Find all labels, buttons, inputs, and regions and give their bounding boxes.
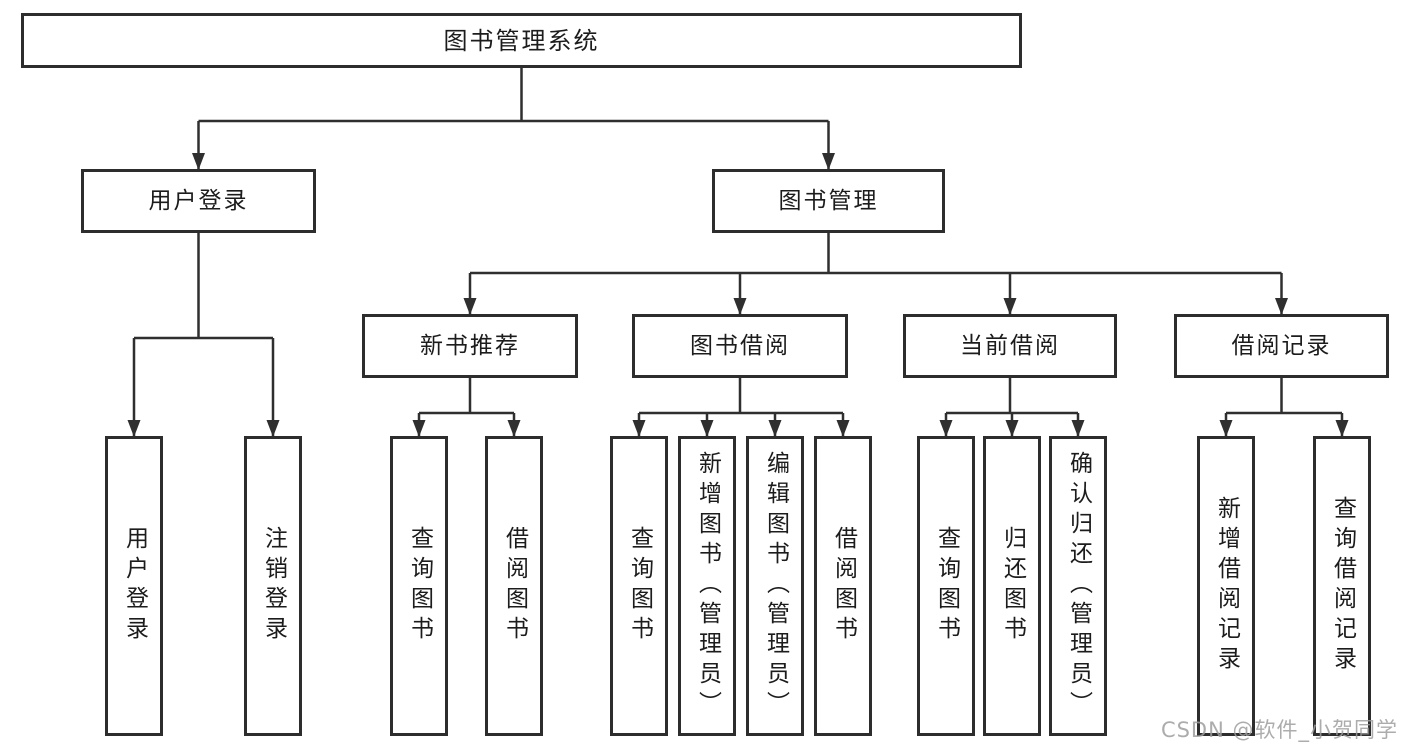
- node-label: 注销登录: [260, 526, 287, 646]
- node-label: 借阅图书: [501, 526, 528, 646]
- connector-new-book-split: [419, 378, 514, 415]
- node-confirm-return-admin: 确认归还（管理员）: [1049, 436, 1107, 736]
- node-book-management: 图书管理: [712, 169, 945, 233]
- node-library-management-system: 图书管理系统: [21, 13, 1022, 68]
- node-label: 借阅图书: [830, 526, 857, 646]
- node-label: 确认归还（管理员）: [1065, 451, 1092, 721]
- node-user-login: 用户登录: [81, 169, 316, 233]
- csdn-watermark: CSDN @软件_小贺同学: [1160, 718, 1398, 742]
- node-label: 用户登录: [121, 526, 148, 646]
- node-query-borrow-record: 查询借阅记录: [1313, 436, 1371, 736]
- node-label: 查询借阅记录: [1329, 496, 1356, 676]
- node-label: 新增借阅记录: [1213, 496, 1240, 676]
- node-user-login-leaf: 用户登录: [105, 436, 163, 736]
- node-label: 查询图书: [626, 526, 653, 646]
- node-current-borrowing: 当前借阅: [903, 314, 1117, 378]
- node-label: 新书推荐: [420, 332, 520, 359]
- connector-book-borrow-split: [639, 378, 843, 415]
- node-add-borrow-record: 新增借阅记录: [1197, 436, 1255, 736]
- connector-user-login-split: [134, 233, 273, 340]
- node-borrowing-records: 借阅记录: [1174, 314, 1389, 378]
- node-borrow-books-recommend: 借阅图书: [485, 436, 543, 736]
- node-return-books: 归还图书: [983, 436, 1041, 736]
- node-edit-book-admin: 编辑图书（管理员）: [746, 436, 804, 736]
- node-book-borrowing: 图书借阅: [632, 314, 848, 378]
- node-new-book-recommend: 新书推荐: [362, 314, 578, 378]
- node-label: 用户登录: [148, 187, 249, 214]
- node-label: 编辑图书（管理员）: [762, 451, 789, 721]
- connector-records-split: [1226, 378, 1342, 415]
- node-add-book-admin: 新增图书（管理员）: [678, 436, 736, 736]
- node-label: 借阅记录: [1231, 332, 1332, 359]
- connector-root-split: [198, 68, 829, 123]
- node-label: 图书管理: [778, 187, 879, 214]
- connector-book-mgmt-split: [470, 233, 1282, 275]
- node-label: 归还图书: [999, 526, 1026, 646]
- node-label: 图书管理系统: [443, 26, 600, 55]
- node-query-books-recommend: 查询图书: [390, 436, 448, 736]
- node-query-books-current: 查询图书: [917, 436, 975, 736]
- node-label: 当前借阅: [960, 332, 1060, 359]
- node-label: 查询图书: [933, 526, 960, 646]
- connector-current-borrow-split: [946, 378, 1078, 415]
- node-label: 新增图书（管理员）: [694, 451, 721, 721]
- node-borrow-books-leaf: 借阅图书: [814, 436, 872, 736]
- node-logout-leaf: 注销登录: [244, 436, 302, 736]
- node-query-books-borrowing: 查询图书: [610, 436, 668, 736]
- node-label: 图书借阅: [690, 332, 790, 359]
- node-label: 查询图书: [406, 526, 433, 646]
